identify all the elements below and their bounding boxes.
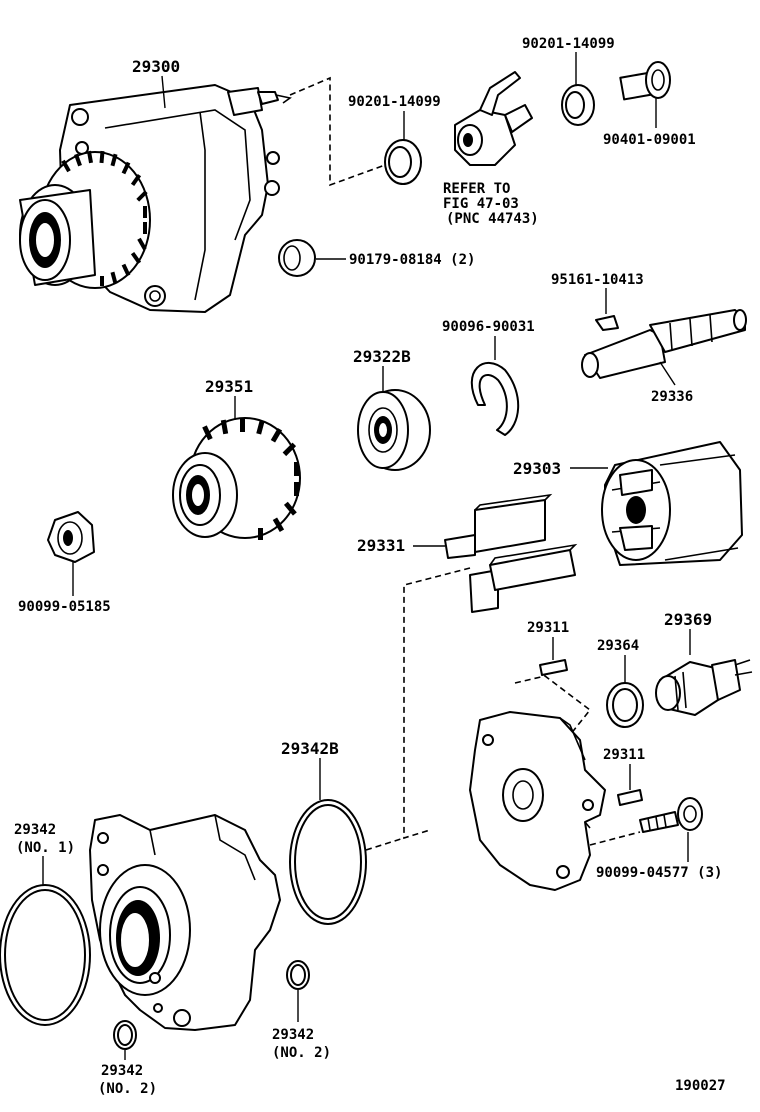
part-29336-shaft[interactable] [581, 309, 747, 379]
part-90401-09001-bolt[interactable] [619, 61, 671, 101]
label-29303: 29303 [513, 459, 561, 478]
label-29311-b: 29311 [603, 747, 645, 763]
label-90096-90031: 90096-90031 [442, 319, 535, 335]
part-90099-05185-nut[interactable] [47, 511, 95, 563]
part-90201-14099-seal-left[interactable] [384, 139, 422, 185]
label-29342b: 29342B [281, 739, 339, 758]
label-29311-a: 29311 [527, 620, 569, 636]
label-29342-no1-suffix: (NO. 1) [16, 840, 75, 856]
label-90099-05185: 90099-05185 [18, 599, 111, 615]
part-29331-vanes[interactable] [444, 493, 578, 613]
part-29351-gear[interactable] [172, 417, 301, 540]
label-29300: 29300 [132, 57, 180, 76]
label-29331: 29331 [357, 536, 405, 555]
label-90099-04577: 90099-04577 (3) [596, 865, 722, 881]
part-29311-pin-lower[interactable] [617, 789, 643, 806]
part-pump-housing[interactable] [89, 814, 281, 1031]
part-29342b-o-ring[interactable] [289, 799, 367, 925]
refer-line-3: (PNC 44743) [446, 211, 539, 227]
label-29342-no2-right-suffix: (NO. 2) [272, 1045, 331, 1061]
part-29300-pump-assembly[interactable] [19, 84, 292, 313]
part-banjo-fitting[interactable] [454, 71, 533, 166]
part-29369-valve[interactable] [655, 659, 753, 716]
diagram-id: 190027 [675, 1078, 726, 1094]
label-29342-no2-left-suffix: (NO. 2) [98, 1081, 157, 1097]
refer-line-2: FIG 47-03 [443, 196, 519, 212]
part-29342-no2-o-ring-right[interactable] [286, 960, 310, 990]
part-29322b-bearing[interactable] [357, 389, 431, 471]
label-29342-no2-right-num: 29342 [272, 1027, 314, 1043]
label-90201-14099-a: 90201-14099 [348, 94, 441, 110]
part-29303-rotor[interactable] [601, 441, 743, 566]
label-29336: 29336 [651, 389, 693, 405]
refer-line-1: REFER TO [443, 181, 510, 197]
label-29369: 29369 [664, 610, 712, 629]
label-29364: 29364 [597, 638, 639, 654]
part-95161-10413-key[interactable] [595, 315, 619, 331]
part-29342-no1-o-ring[interactable] [0, 884, 91, 1026]
label-90401-09001: 90401-09001 [603, 132, 696, 148]
label-29342-no2-left-num: 29342 [101, 1063, 143, 1079]
label-90179-08184: 90179-08184 (2) [349, 252, 475, 268]
part-29311-pin-upper[interactable] [539, 659, 568, 676]
part-90201-14099-seal-right[interactable] [561, 84, 595, 126]
part-90096-90031-snap-ring[interactable] [470, 362, 520, 436]
label-95161-10413: 95161-10413 [551, 272, 644, 288]
part-90099-04577-bolt[interactable] [639, 797, 703, 833]
label-90201-14099-b: 90201-14099 [522, 36, 615, 52]
part-90179-08184-plug[interactable] [278, 239, 316, 277]
part-29364-o-ring[interactable] [606, 682, 644, 728]
part-29342-no2-o-ring-left[interactable] [113, 1020, 137, 1050]
label-29351: 29351 [205, 377, 253, 396]
label-29342-no1-num: 29342 [14, 822, 56, 838]
label-29322b: 29322B [353, 347, 411, 366]
part-pump-cover-plate[interactable] [469, 711, 606, 891]
